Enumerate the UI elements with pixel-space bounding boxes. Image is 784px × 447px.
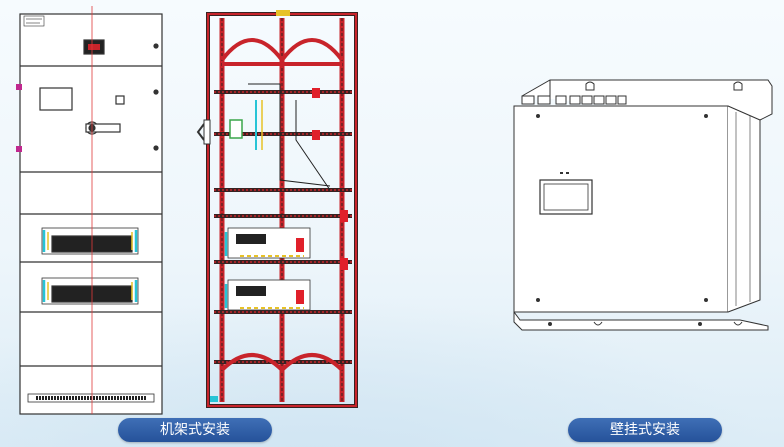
cabinet-front-view: [16, 6, 163, 415]
rack-frame-view: [196, 10, 358, 408]
rack-mount-caption: 机架式安装: [118, 418, 272, 442]
wall-mount-enclosure: [513, 79, 773, 331]
wall-mount-caption: 壁挂式安装: [568, 418, 722, 442]
